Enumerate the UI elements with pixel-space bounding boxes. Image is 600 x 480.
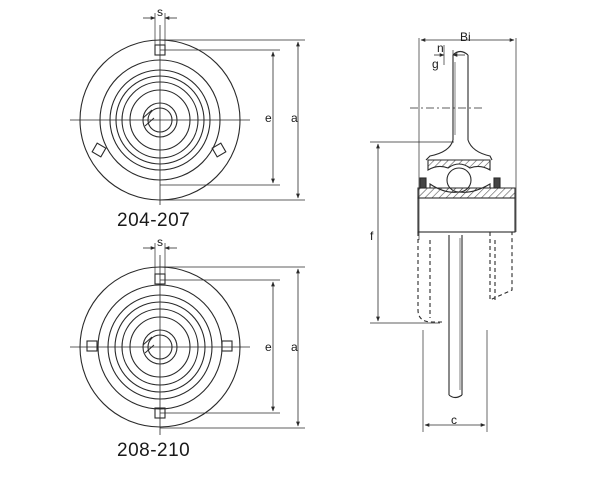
dim-label-e-top: e <box>265 111 272 125</box>
dim-label-n: n <box>437 41 444 55</box>
dim-label-s-bottom: s <box>157 235 163 249</box>
caption-204-207: 204-207 <box>117 210 191 231</box>
outer-ring <box>427 159 491 171</box>
caption-208-210: 208-210 <box>117 440 191 461</box>
dim-label-bi: Bi <box>460 30 471 44</box>
mount-hole <box>221 340 233 352</box>
dim-label-a-top: a <box>291 111 298 125</box>
dim-label-c: c <box>451 413 457 427</box>
mount-hole <box>91 142 107 158</box>
inner-sleeve <box>417 197 516 233</box>
front-view-208-210 <box>70 243 305 435</box>
dim-label-e-bottom: e <box>265 340 272 354</box>
dim-label-g: g <box>432 57 439 71</box>
dim-label-f: f <box>370 229 374 243</box>
side-section-view <box>370 38 517 432</box>
dim-label-a-bottom: a <box>291 340 298 354</box>
mount-hole <box>211 142 227 158</box>
dim-label-s-top: s <box>157 5 163 19</box>
front-view-204-207 <box>70 13 305 205</box>
mount-hole <box>86 340 98 352</box>
